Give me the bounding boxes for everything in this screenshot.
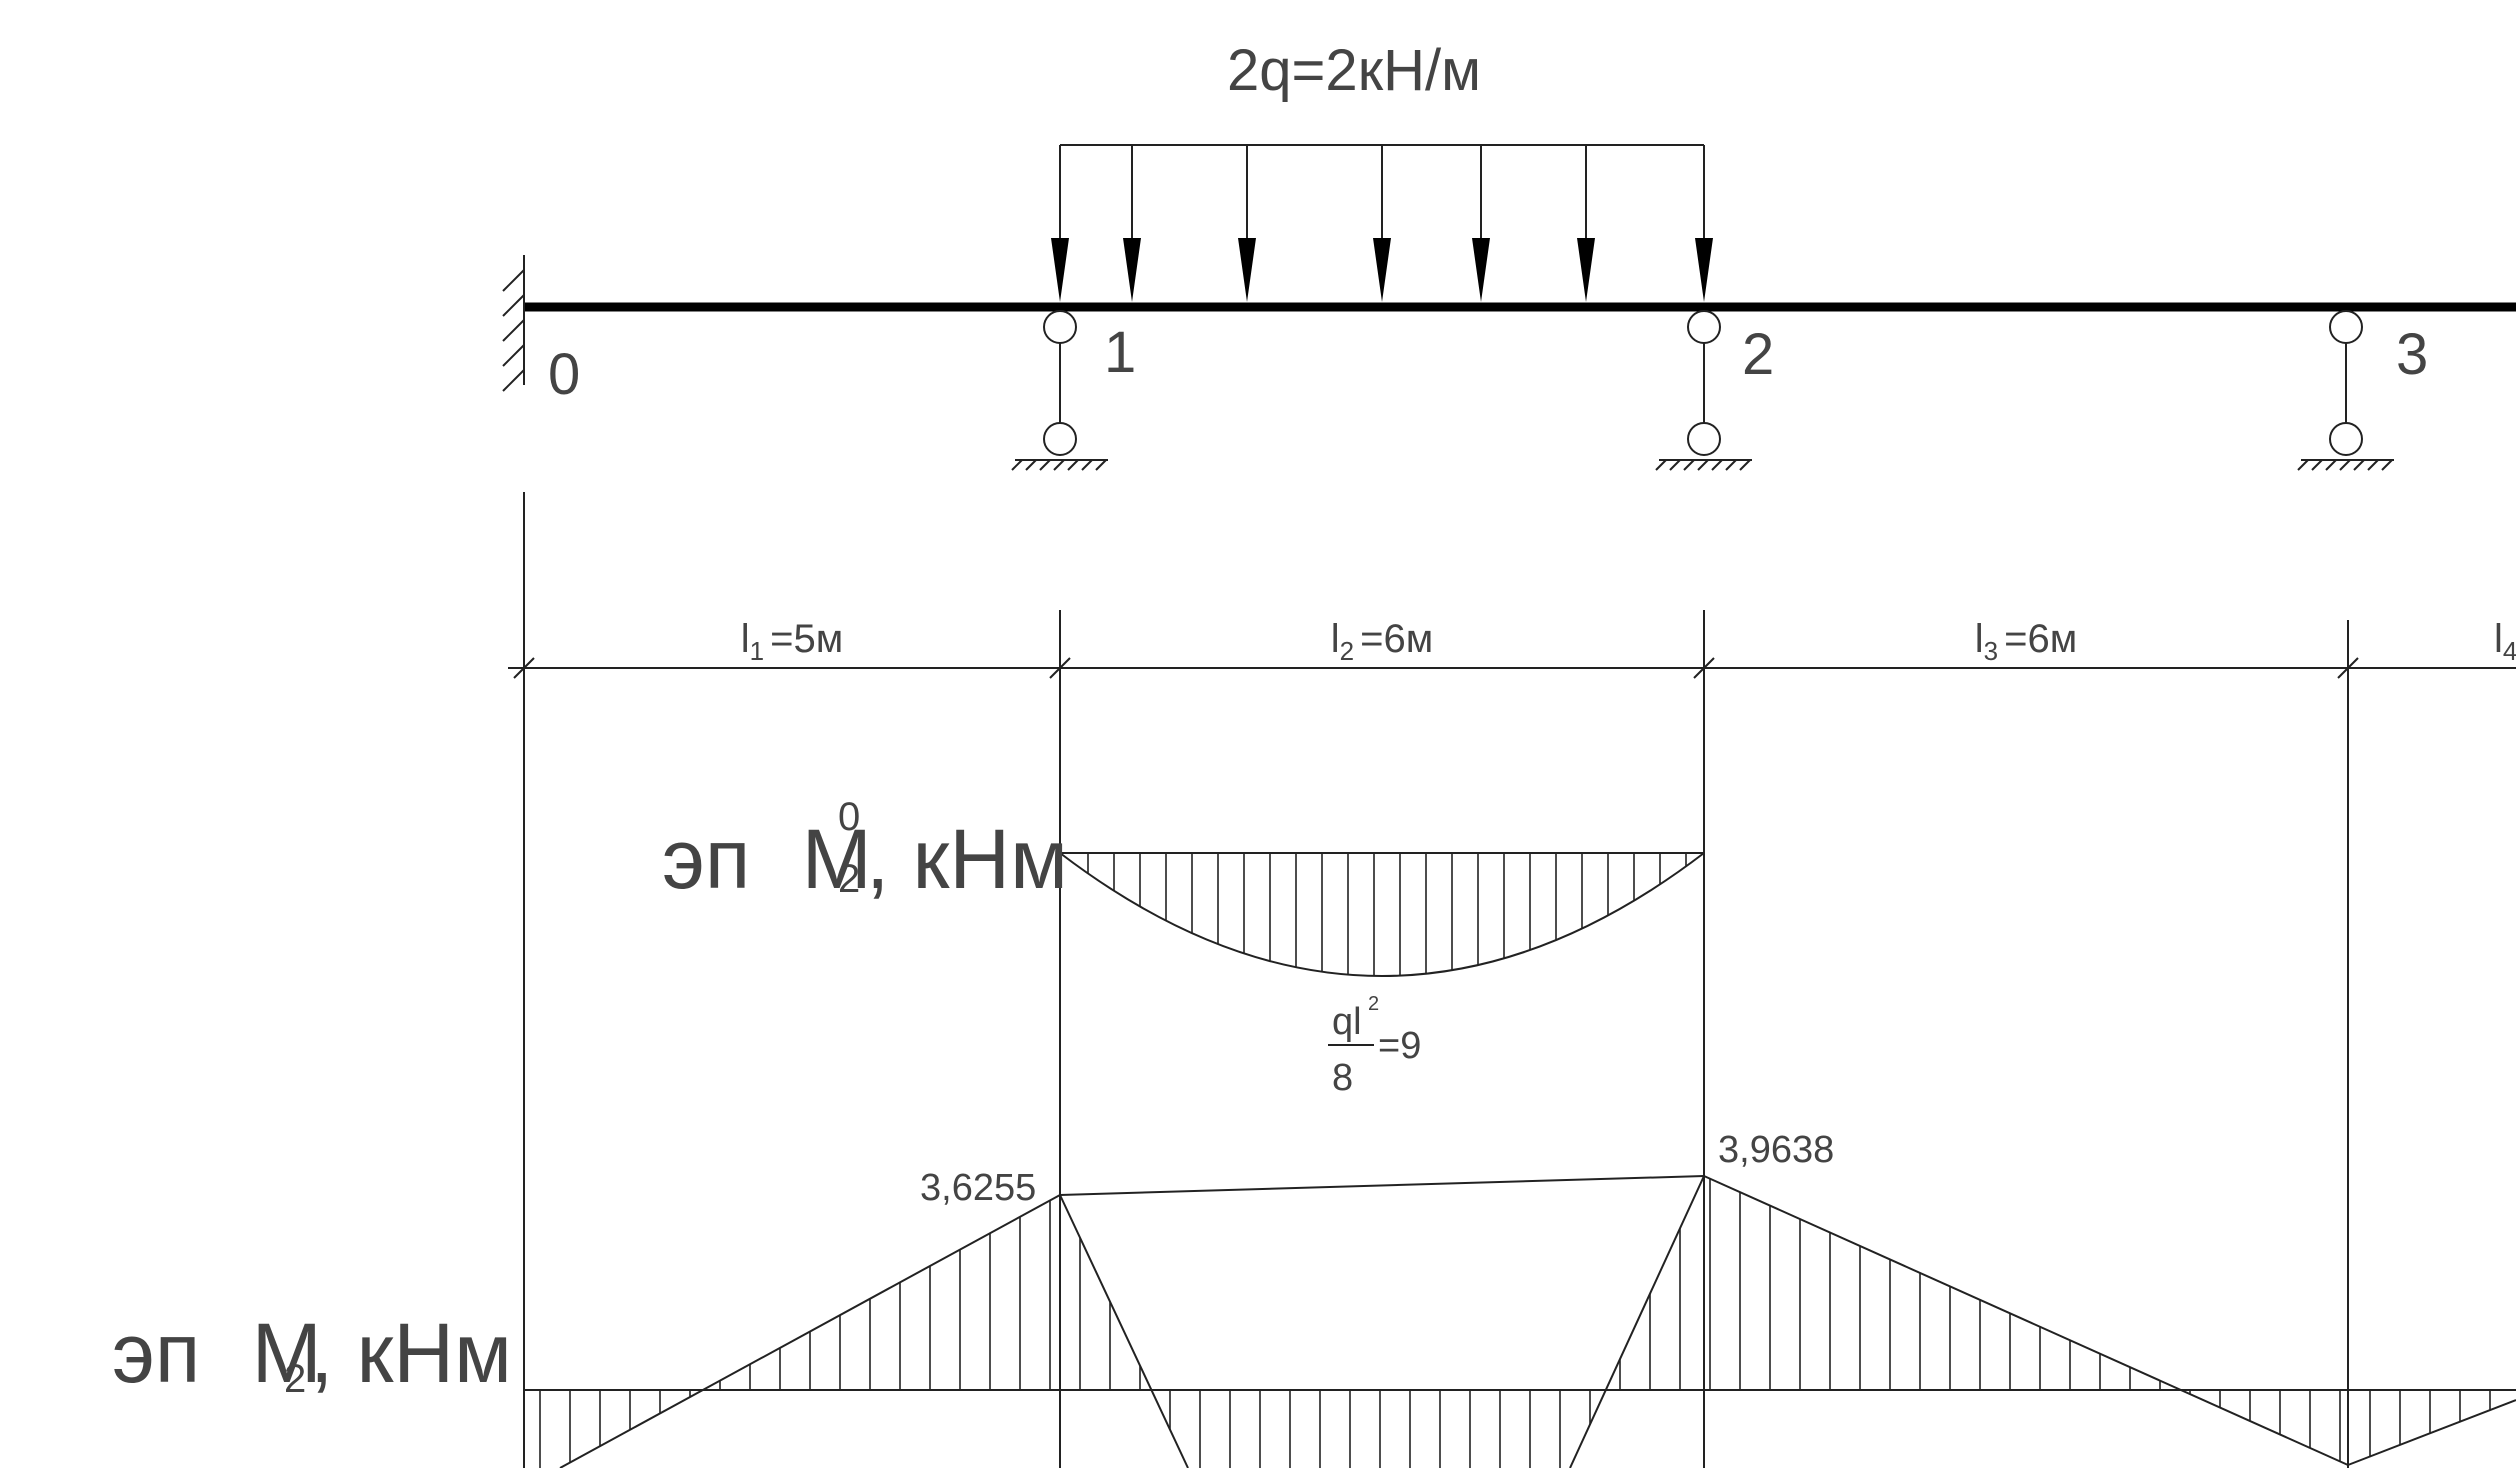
diagram-m2-title: эп M (112, 1306, 322, 1400)
node-label-3: 3 (2396, 322, 2428, 387)
load-arrow-head (1472, 238, 1490, 302)
diagram-m20-unit: , кНм (866, 812, 1068, 906)
distributed-load (1051, 144, 1713, 302)
diagram-m20-hatching (1087, 853, 1687, 976)
load-arrow-head (1123, 238, 1141, 302)
span-label-1: l1=5м (741, 617, 843, 666)
load-label: 2q=2кН/м (1227, 38, 1481, 103)
fixed-support-0 (502, 255, 525, 392)
dimension-lines (508, 492, 2516, 1468)
load-arrow-head (1695, 238, 1713, 302)
support-3 (2297, 310, 2394, 471)
span-label-4: l4 (2494, 617, 2516, 666)
load-arrow-head (1577, 238, 1595, 302)
diagram-m2 (524, 1175, 2516, 1468)
diagram-m20-title: эп M (662, 812, 872, 906)
load-arrow-head (1373, 238, 1391, 302)
support-1 (1011, 310, 1108, 471)
span-label-3: l3=6м (1975, 617, 2077, 666)
diagram-m20-superscript: 0 (838, 795, 860, 839)
diagram-m20-subscript: 2 (838, 857, 860, 901)
svg-text:8: 8 (1332, 1057, 1353, 1099)
svg-text:=9: =9 (1378, 1025, 1421, 1067)
load-arrow-head (1238, 238, 1256, 302)
node-label-2: 2 (1742, 322, 1774, 387)
diagram-m2-value-node1: 3,6255 (920, 1167, 1036, 1209)
span-label-2: l2=6м (1331, 617, 1433, 666)
diagram-m2-value-node2: 3,9638 (1718, 1129, 1834, 1171)
svg-text:ql: ql (1332, 1001, 1362, 1043)
load-arrows (1051, 145, 1713, 302)
diagram-m2-hatching (539, 1178, 2491, 1468)
diagram-m2-subscript: 2 (284, 1357, 306, 1401)
svg-text:2: 2 (1368, 993, 1379, 1015)
diagram-m2-unit: , кНм (310, 1306, 512, 1400)
diagram-m20 (1059, 852, 1705, 977)
load-arrow-head (1051, 238, 1069, 302)
node-label-1: 1 (1104, 320, 1136, 385)
support-2 (1655, 310, 1752, 471)
diagram-m20-formula: ql 2 8 =9 (1328, 993, 1421, 1099)
node-label-0: 0 (548, 342, 580, 407)
